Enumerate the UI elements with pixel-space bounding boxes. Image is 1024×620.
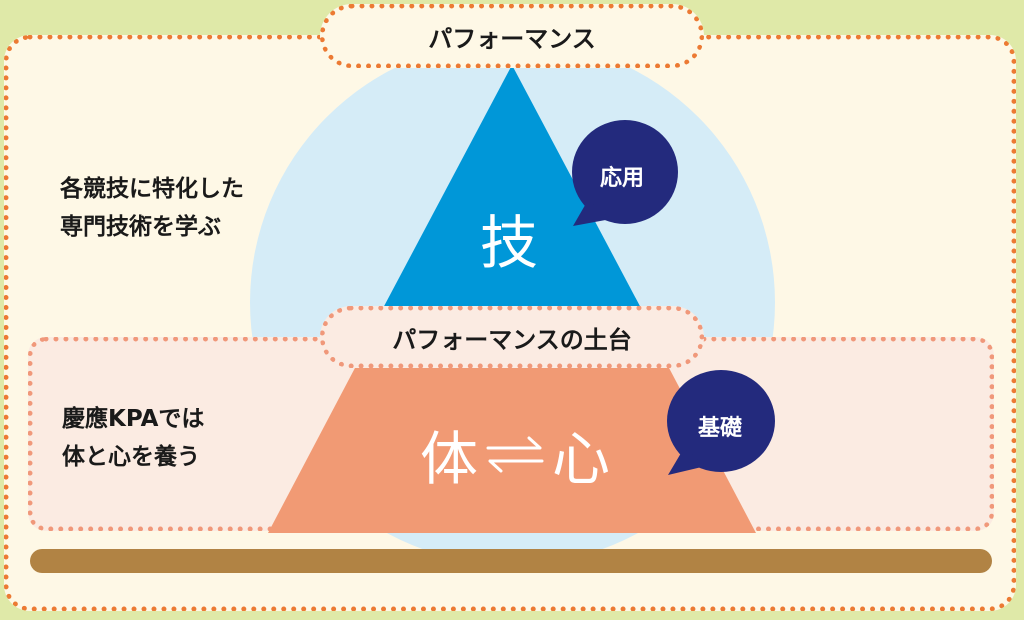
body-label: 体: [420, 425, 479, 493]
performance-label: パフォーマンス: [320, 4, 704, 68]
exchange-arrows-icon: [486, 436, 544, 473]
speech-bubble-apply: [572, 120, 678, 226]
ground-bar: [30, 549, 992, 573]
foundation-title: パフォーマンスの土台: [392, 325, 632, 354]
bottom-description: 慶應KPAでは 体と心を養う: [62, 400, 204, 476]
body-mind-label: 体 心: [420, 412, 610, 496]
skill-triangle: [382, 65, 642, 310]
skill-label: 技: [480, 209, 539, 277]
bottom-description-line-1: 慶應KPAでは: [62, 406, 205, 432]
top-description: 各競技に特化した 専門技術を学ぶ: [60, 170, 244, 246]
apply-label: 応用: [600, 166, 645, 191]
speech-bubble-basics: [667, 370, 775, 475]
top-description-line-2: 専門技術を学ぶ: [60, 214, 221, 240]
top-description-line-1: 各競技に特化した: [60, 176, 244, 202]
bottom-description-line-2: 体と心を養う: [62, 444, 200, 470]
mind-label: 心: [552, 425, 611, 493]
basics-label: 基礎: [698, 416, 743, 441]
foundation-label: パフォーマンスの土台: [320, 306, 704, 368]
performance-title: パフォーマンス: [428, 24, 596, 53]
